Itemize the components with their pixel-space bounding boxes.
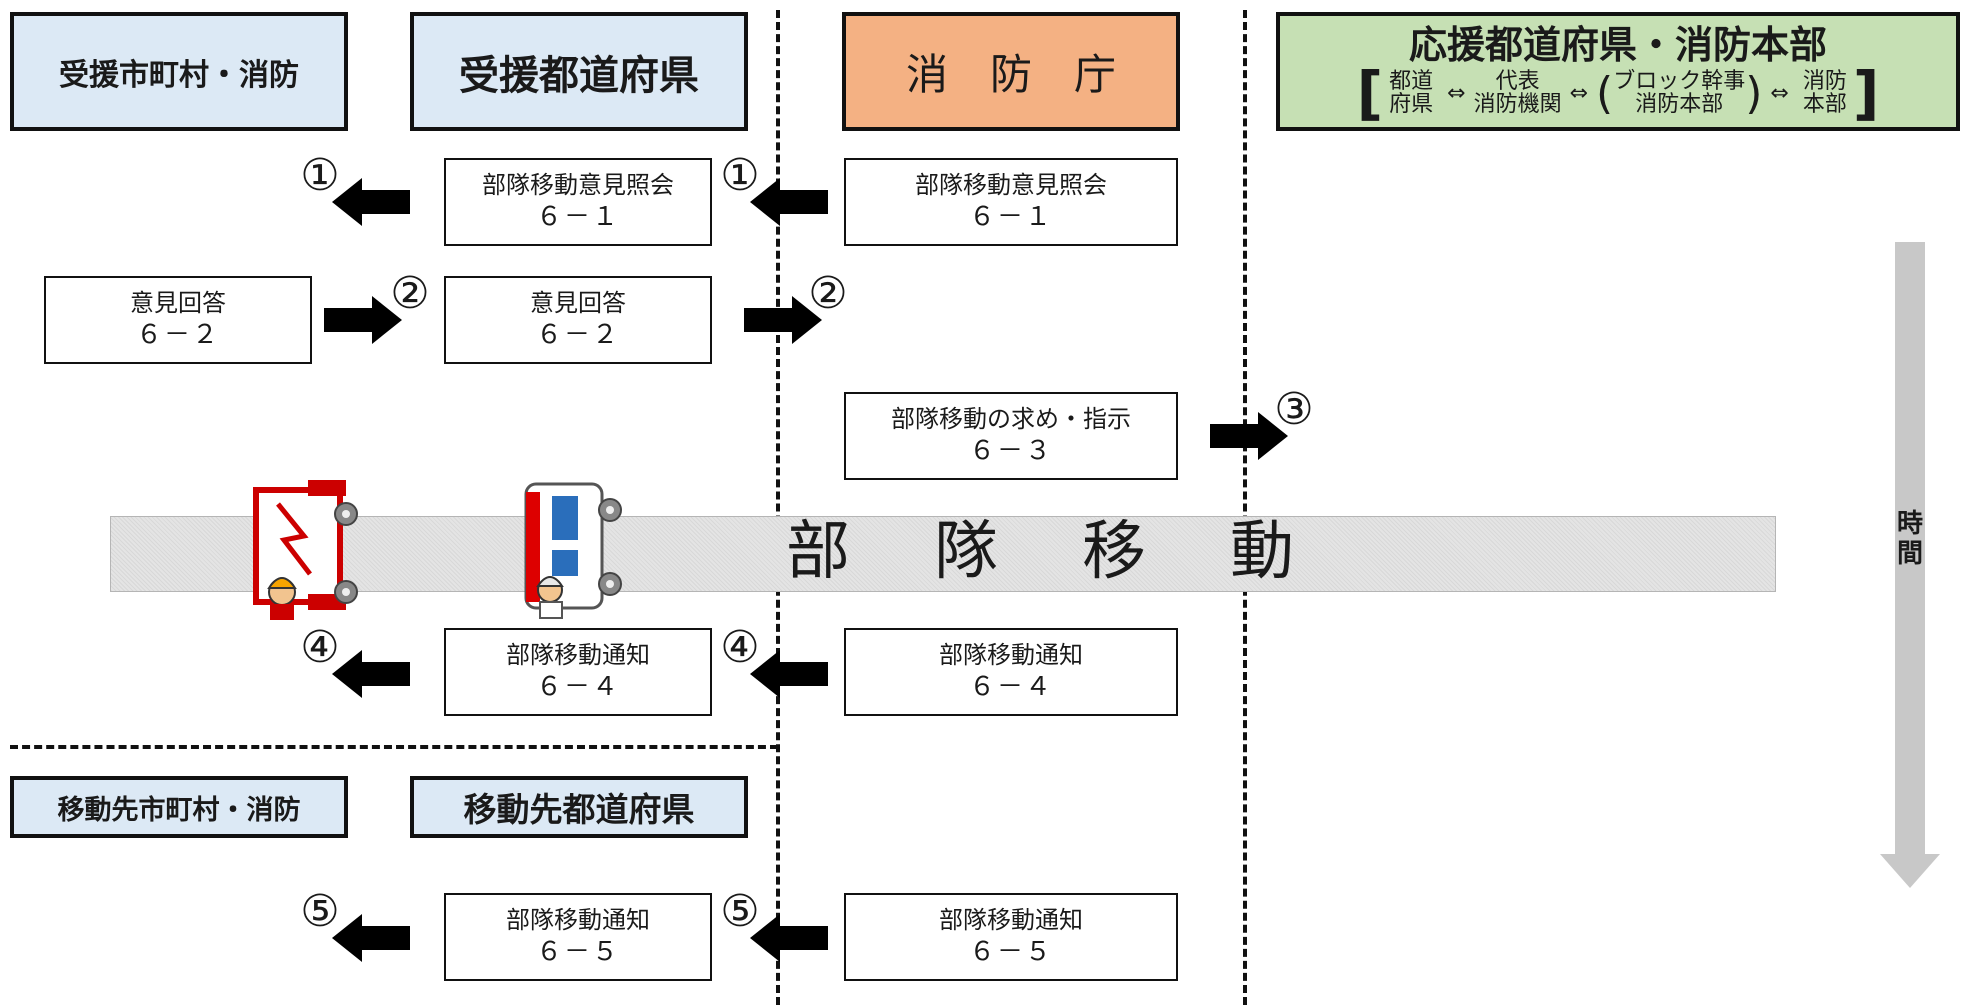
step-opinion-answer-prefecture: 意見回答 ６－２ <box>444 276 712 364</box>
time-arrow-down-icon <box>1880 242 1940 888</box>
bracket-right-icon: ] <box>1852 59 1880 128</box>
unit-movement-band <box>110 516 1776 592</box>
step-label: 部隊移動通知 <box>939 905 1083 934</box>
step-label: 部隊移動通知 <box>939 640 1083 669</box>
arrow-right-icon <box>744 296 822 344</box>
step-code: ６－４ <box>968 671 1053 702</box>
step-marker-4: ④ <box>720 622 760 673</box>
header-destination-prefecture: 移動先都道府県 <box>410 776 748 838</box>
step-label: 意見回答 <box>130 288 226 317</box>
support-hq: 消防 本部 <box>1802 69 1847 118</box>
arrow-left-icon <box>750 178 828 226</box>
paren-right-icon: ) <box>1745 67 1763 119</box>
arrow-left-icon <box>750 650 828 698</box>
header-destination-municipality-label: 移動先市町村・消防 <box>57 794 301 826</box>
arrow-right-icon <box>324 296 402 344</box>
header-fire-agency-label: 消 防 庁 <box>905 50 1116 99</box>
step-opinion-inquiry-prefecture: 部隊移動意見照会 ６－１ <box>444 158 712 246</box>
step-label: 部隊移動意見照会 <box>915 170 1107 199</box>
step-code: ６－５ <box>968 936 1053 967</box>
step-move-notice-destination-prefecture: 部隊移動通知 ６－５ <box>444 893 712 981</box>
arrow-left-icon <box>750 914 828 962</box>
step-label: 意見回答 <box>530 288 626 317</box>
header-fire-agency: 消 防 庁 <box>842 12 1180 131</box>
step-label: 部隊移動通知 <box>506 640 650 669</box>
support-rep-agency: 代表 消防機関 <box>1473 69 1562 118</box>
header-support-title: 応援都道府県・消防本部 <box>1408 22 1827 67</box>
step-code: ６－１ <box>535 201 620 232</box>
step-code: ６－４ <box>535 671 620 702</box>
bidirectional-arrow-icon: ⇔ <box>1569 80 1589 106</box>
arrow-left-icon <box>332 650 410 698</box>
step-marker-5: ⑤ <box>300 886 340 937</box>
step-marker-2: ② <box>390 268 430 319</box>
bidirectional-arrow-icon: ⇔ <box>1770 80 1789 106</box>
header-destination-prefecture-label: 移動先都道府県 <box>463 790 695 829</box>
step-move-request-agency: 部隊移動の求め・指示 ６－３ <box>844 392 1178 480</box>
header-receiving-prefecture: 受援都道府県 <box>410 12 748 131</box>
header-destination-municipality: 移動先市町村・消防 <box>10 776 348 838</box>
arrow-right-icon <box>1210 412 1288 460</box>
unit-movement-label: 部隊移動 <box>786 515 1378 589</box>
step-opinion-answer-municipality: 意見回答 ６－２ <box>44 276 312 364</box>
paren-left-icon: ( <box>1596 67 1614 119</box>
header-receiving-municipality: 受援市町村・消防 <box>10 12 348 131</box>
step-marker-4: ④ <box>300 622 340 673</box>
support-prefecture: 都道 府県 <box>1389 69 1434 118</box>
header-receiving-prefecture-label: 受援都道府県 <box>459 52 699 99</box>
step-label: 部隊移動意見照会 <box>482 170 674 199</box>
header-receiving-municipality-label: 受援市町村・消防 <box>59 57 299 93</box>
step-code: ６－５ <box>535 936 620 967</box>
separator-agency-support <box>1243 10 1247 1005</box>
time-label: 時 間 <box>1896 509 1923 569</box>
step-label: 部隊移動の求め・指示 <box>891 404 1131 433</box>
arrow-left-icon <box>332 178 410 226</box>
separator-prefecture-agency <box>776 10 780 1005</box>
step-marker-1: ① <box>720 150 760 201</box>
header-support-chain: [ 都道 府県 ⇔ 代表 消防機関 ⇔ ( ブロック幹事 消防本部 ) ⇔ 消防… <box>1356 59 1880 128</box>
step-marker-5: ⑤ <box>720 886 760 937</box>
header-support: 応援都道府県・消防本部 [ 都道 府県 ⇔ 代表 消防機関 ⇔ ( ブロック幹事… <box>1276 12 1960 131</box>
step-marker-2: ② <box>808 268 848 319</box>
step-code: ６－２ <box>135 319 220 350</box>
step-label: 部隊移動通知 <box>506 905 650 934</box>
step-move-notice-destination-agency: 部隊移動通知 ６－５ <box>844 893 1178 981</box>
separator-destination <box>10 745 778 749</box>
step-code: ６－１ <box>968 201 1053 232</box>
step-move-notice-prefecture: 部隊移動通知 ６－４ <box>444 628 712 716</box>
step-move-notice-agency: 部隊移動通知 ６－４ <box>844 628 1178 716</box>
step-marker-3: ③ <box>1274 384 1314 435</box>
ambulance-icon <box>524 482 622 619</box>
arrow-left-icon <box>332 914 410 962</box>
step-code: ６－２ <box>535 319 620 350</box>
step-marker-1: ① <box>300 150 340 201</box>
support-block-hq: ブロック幹事 消防本部 <box>1613 69 1746 118</box>
step-code: ６－３ <box>968 435 1053 466</box>
step-opinion-inquiry-agency: 部隊移動意見照会 ６－１ <box>844 158 1178 246</box>
fire-truck-icon <box>253 480 358 620</box>
bracket-left-icon: [ <box>1356 59 1384 128</box>
bidirectional-arrow-icon: ⇔ <box>1447 80 1466 106</box>
